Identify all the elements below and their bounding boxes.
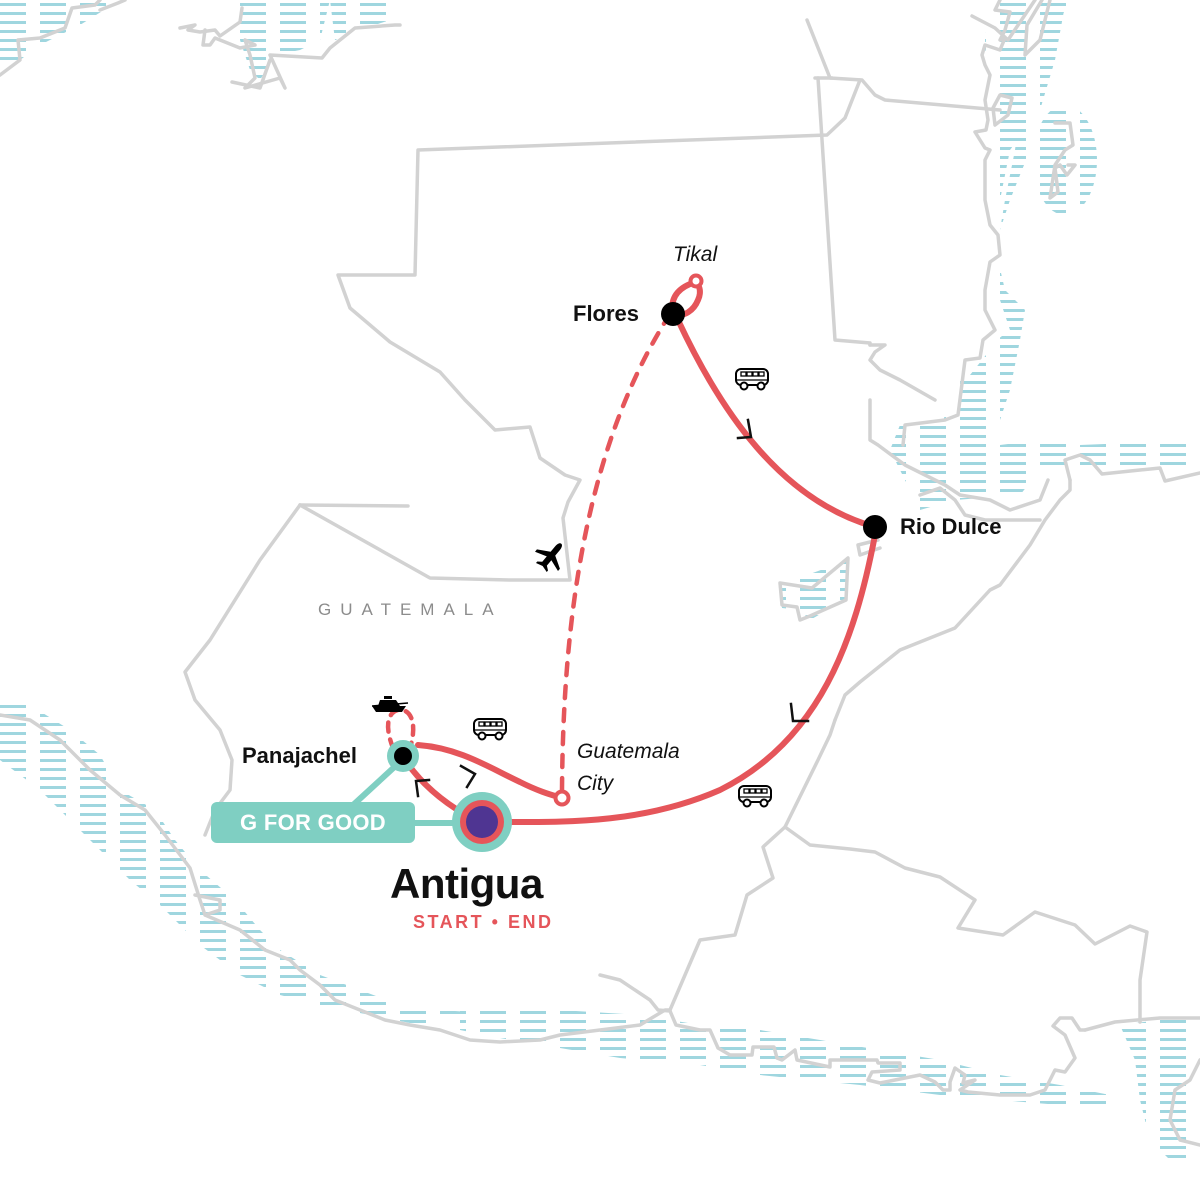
arrow-icon xyxy=(414,778,431,798)
tikal-label: Tikal xyxy=(673,243,718,266)
g-for-good-badge[interactable]: G FOR GOOD xyxy=(211,802,415,843)
direction-arrows xyxy=(414,418,810,798)
bus-icon xyxy=(735,368,769,391)
rio-dulce-marker xyxy=(863,515,887,539)
guatemala-city-label-line2: City xyxy=(577,772,614,795)
g-for-good-label: G FOR GOOD xyxy=(240,809,386,835)
route-flores-rio-dulce xyxy=(675,317,878,530)
flores-marker xyxy=(661,302,685,326)
rio-dulce-label[interactable]: Rio Dulce xyxy=(900,514,1002,539)
flores-label[interactable]: Flores xyxy=(573,301,640,326)
guatemala-city-marker xyxy=(553,789,571,807)
start-end-label: START • END xyxy=(413,912,554,932)
panajachel-label[interactable]: Panajachel xyxy=(242,743,357,768)
plane-icon xyxy=(535,543,562,572)
water-areas xyxy=(0,0,1200,1165)
route-rio-dulce-antigua xyxy=(495,532,878,826)
bus-icon xyxy=(738,785,772,808)
antigua-label[interactable]: Antigua xyxy=(390,860,543,907)
panajachel-marker xyxy=(394,747,412,765)
bus-icon xyxy=(473,718,507,741)
boat-icon xyxy=(371,696,409,712)
antigua-marker xyxy=(466,806,498,838)
guatemala-city-label-line1: Guatemala xyxy=(577,740,680,763)
tikal-marker xyxy=(688,273,704,289)
arrow-icon xyxy=(789,702,810,723)
country-label: GUATEMALA xyxy=(318,600,503,619)
route-panajachel-guatemala-city xyxy=(415,742,565,801)
arrow-icon xyxy=(459,764,477,789)
stop-markers xyxy=(387,273,887,852)
arrow-icon xyxy=(736,418,753,440)
country-borders xyxy=(0,0,1200,1147)
route-flight-guatemala-city-flores xyxy=(559,319,668,793)
